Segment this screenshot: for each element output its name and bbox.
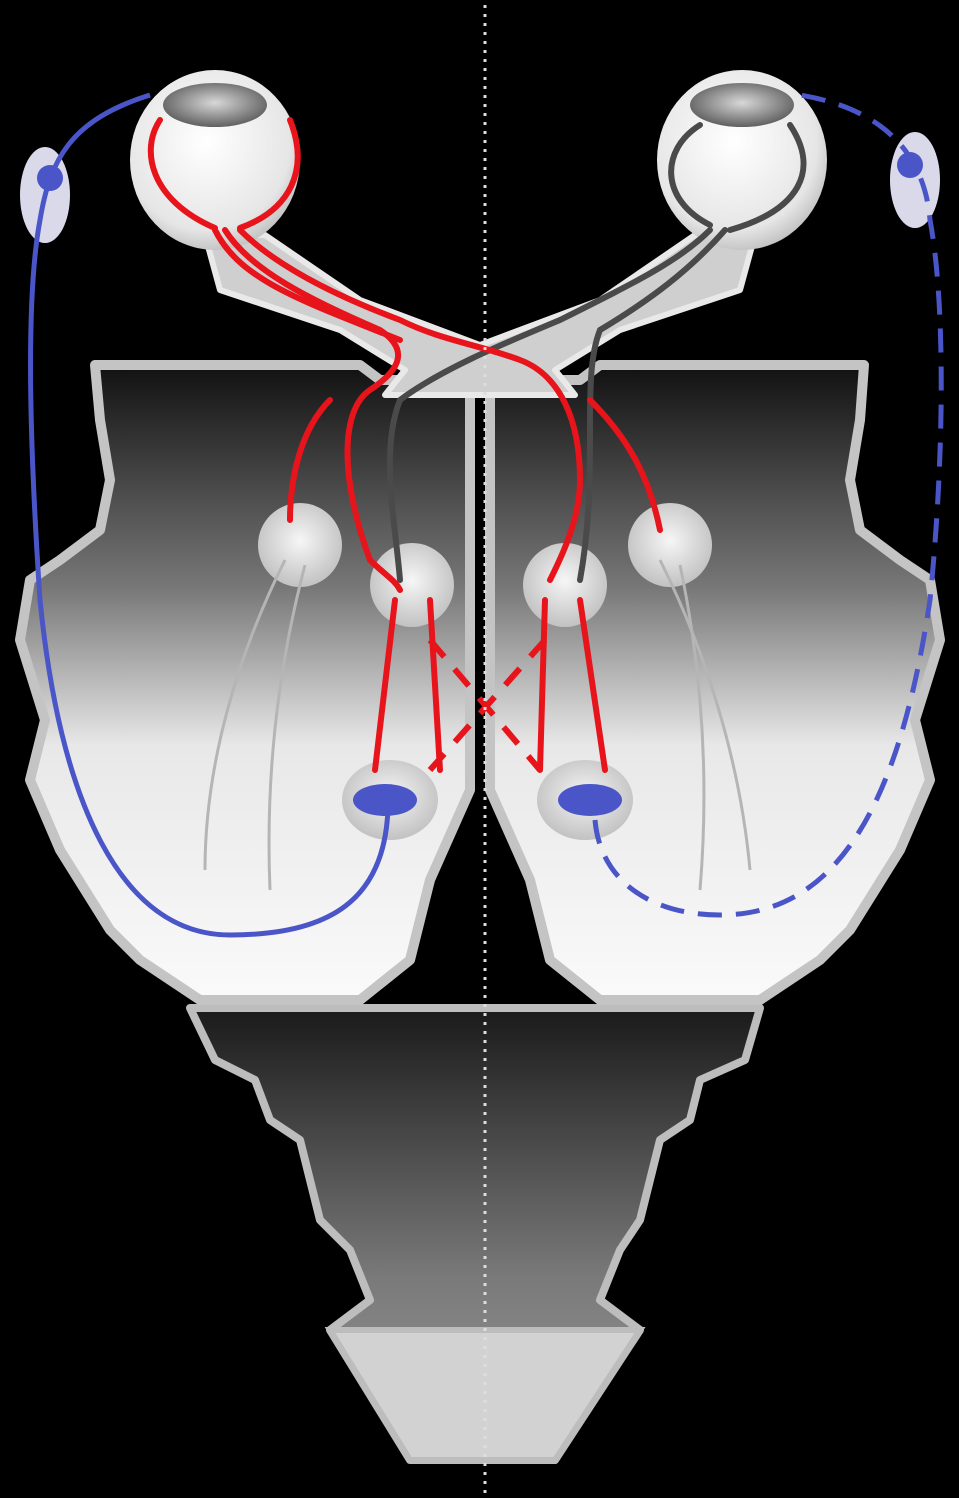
left-ew-core — [353, 784, 417, 816]
right-hemisphere — [490, 365, 940, 1000]
right-ciliary-ganglion — [890, 132, 940, 228]
left-hemisphere — [20, 365, 470, 1000]
right-lateral-geniculate-nucleus — [628, 503, 712, 587]
right-pretectal-nucleus — [523, 543, 607, 627]
left-pretectal-nucleus — [370, 543, 454, 627]
left-lateral-geniculate-nucleus — [258, 503, 342, 587]
left-eye — [130, 70, 300, 250]
brainstem-base — [330, 1330, 640, 1460]
right-ew-core — [558, 784, 622, 816]
